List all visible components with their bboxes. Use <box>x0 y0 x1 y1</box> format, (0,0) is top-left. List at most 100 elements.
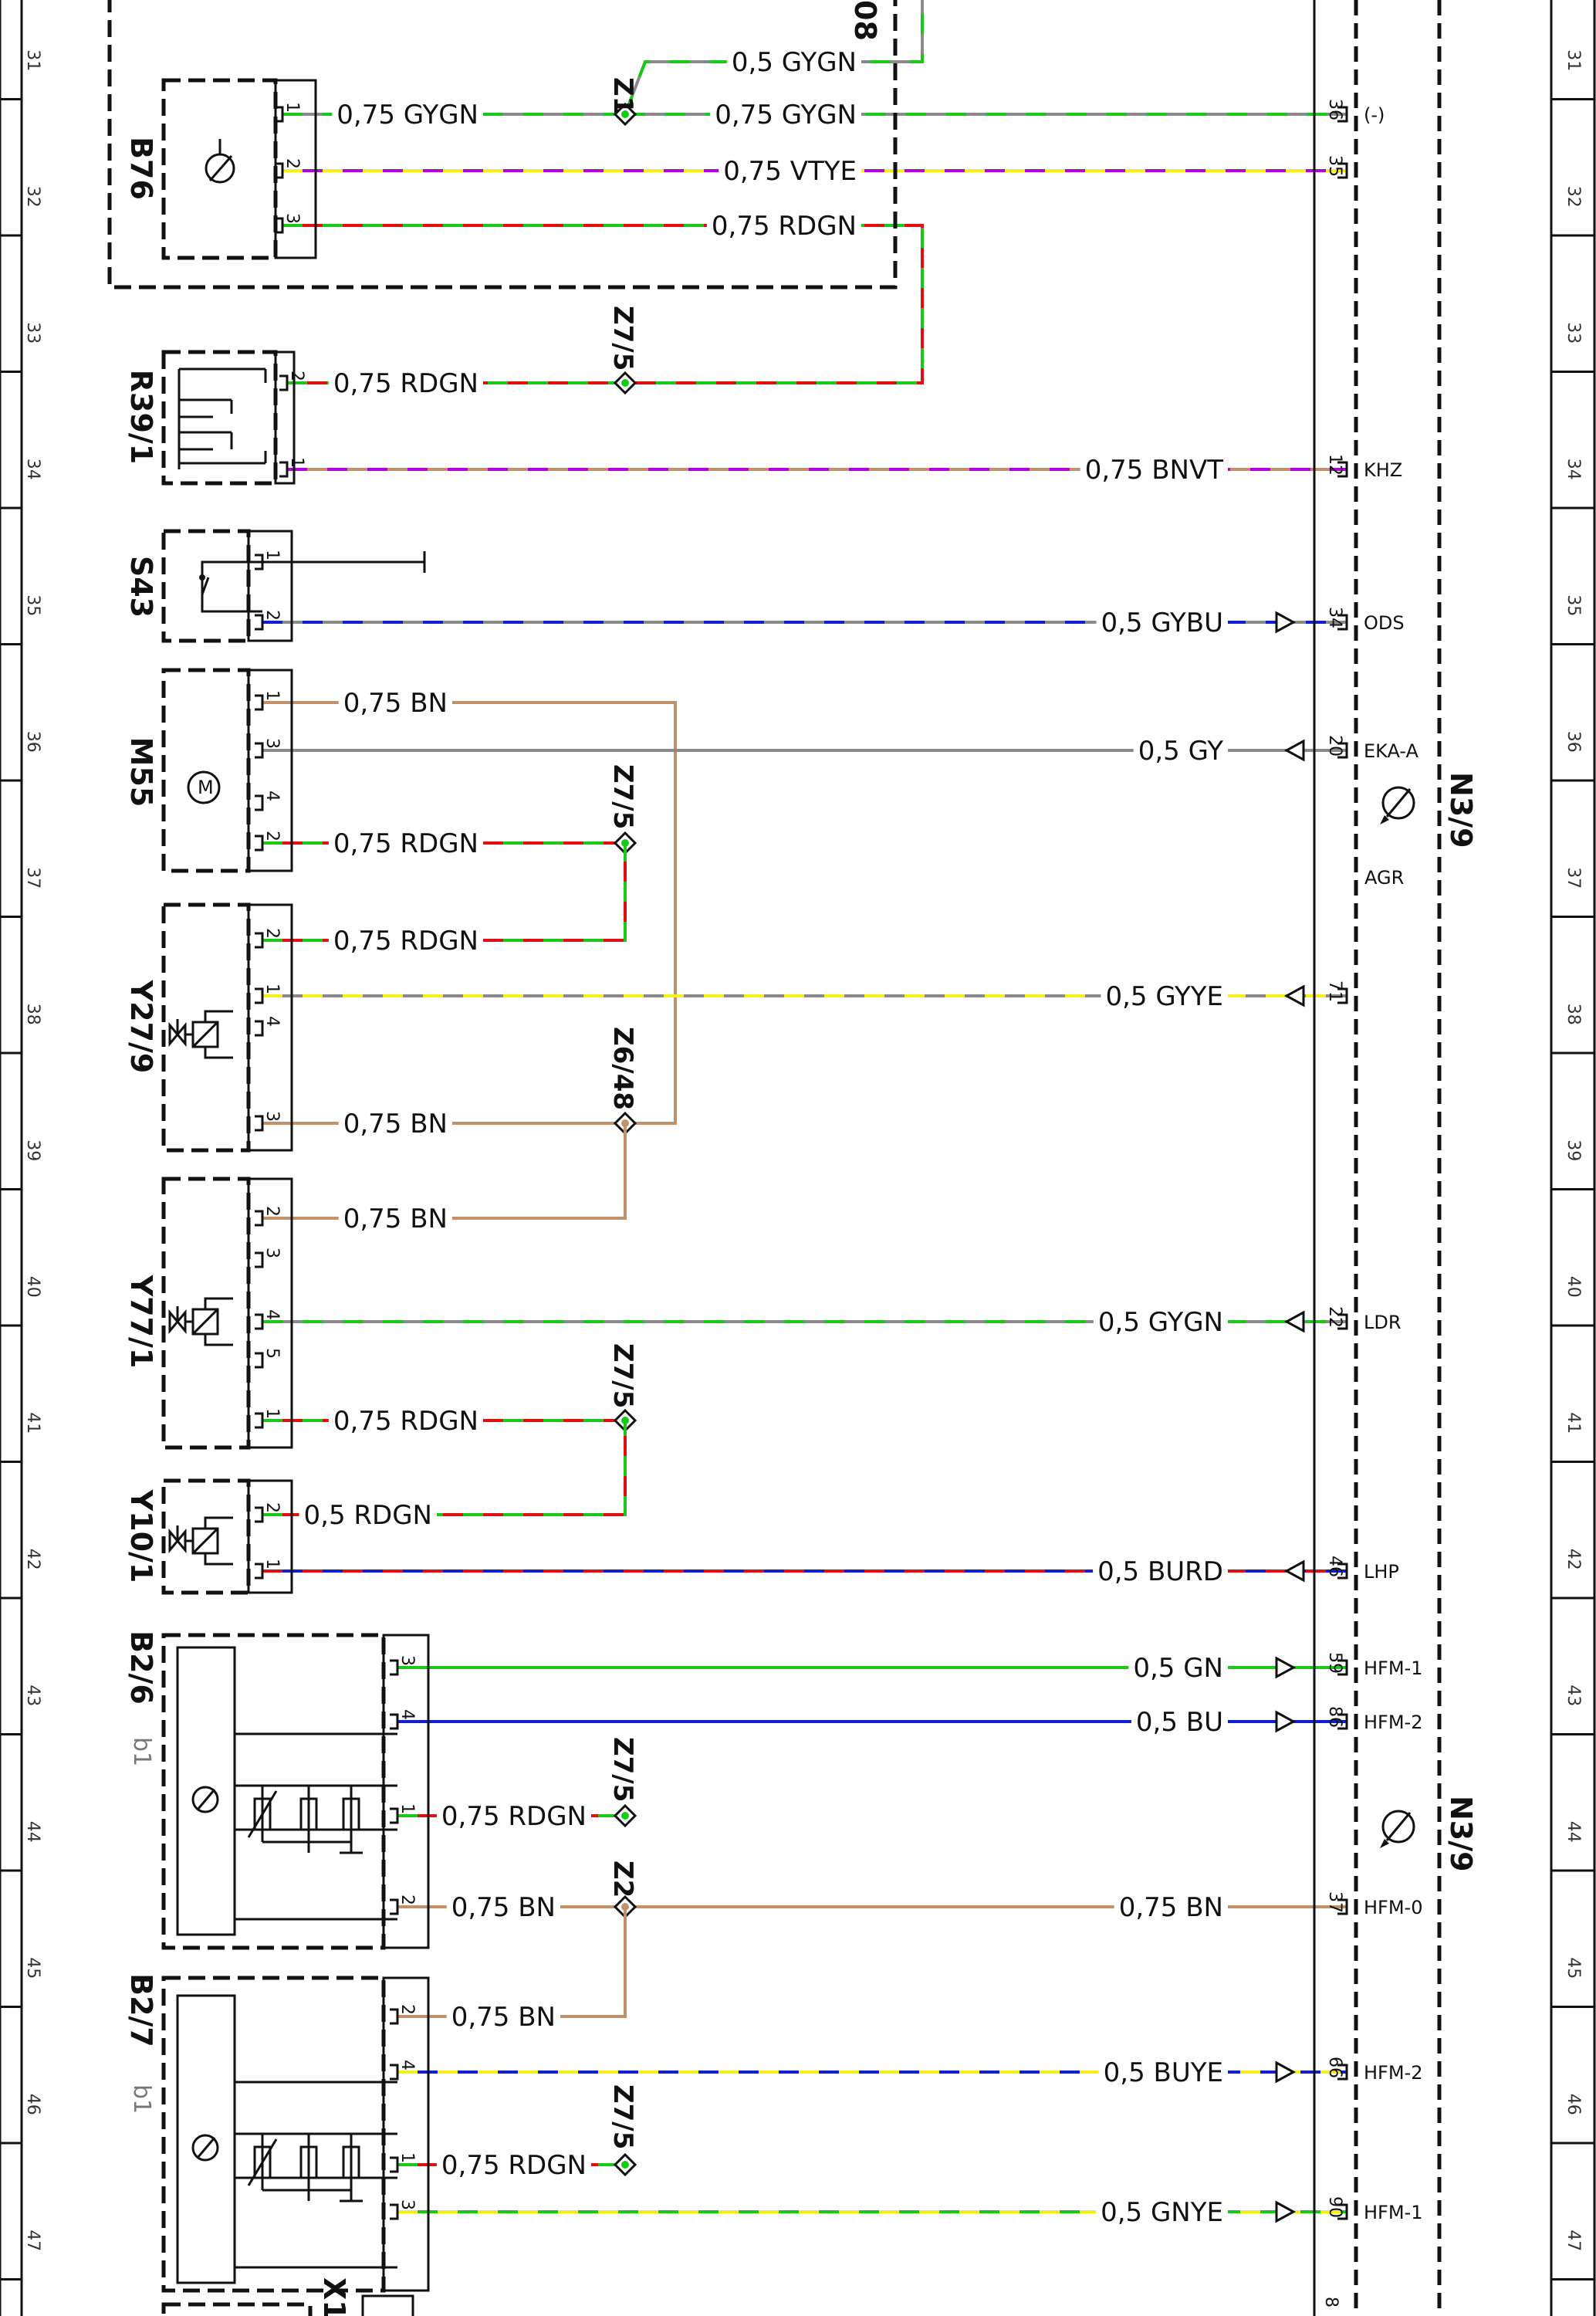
wire-label: 0,75 BNVT <box>1085 455 1224 486</box>
component-label: S43 <box>124 556 158 618</box>
connector-pin <box>390 1659 399 1676</box>
wire-label: 0,75 BN <box>343 688 448 719</box>
connector-b76 <box>274 79 317 259</box>
signal-arrow <box>1283 1310 1305 1333</box>
component-label: Y27/9 <box>124 980 158 1074</box>
splice-dot <box>621 110 629 118</box>
pin-number: 2 <box>262 831 282 841</box>
row-number-left: 46 <box>23 2094 42 2115</box>
air-mass-sensor-icon <box>196 1789 216 1810</box>
motor-icon <box>187 770 221 804</box>
component-sublabel: b1 <box>128 2084 155 2114</box>
connector-pin <box>255 1506 264 1523</box>
connector-pin <box>390 2203 399 2220</box>
wire-label-bg <box>726 49 861 74</box>
ecu-terminal <box>1337 1898 1348 1915</box>
component-box-b76-group <box>107 0 898 290</box>
ecu-signal-name: LDR <box>1364 1312 1402 1333</box>
wire-label-bg <box>299 1502 437 1527</box>
solenoid-valve-icon <box>168 1525 187 1554</box>
ecu-pin-number: 35 <box>1325 155 1344 177</box>
splice-label: Z7/5 <box>607 1343 638 1408</box>
wire-label: 0,5 BUYE <box>1104 2057 1223 2088</box>
wire-label-bg <box>1080 457 1228 482</box>
wire-label: 0,5 GY <box>1138 736 1224 767</box>
pin-number: 2 <box>397 1894 417 1905</box>
wire-label: 0,5 BU <box>1136 1707 1223 1738</box>
ecu-pin-number: 37 <box>1325 1891 1344 1913</box>
wire-label-bg <box>1096 610 1228 635</box>
connector-pin <box>255 835 264 852</box>
wire-label-bg <box>706 213 861 238</box>
pin-number: 4 <box>262 1309 282 1320</box>
wire-label-bg <box>338 690 452 715</box>
air-mass-sensor-icon <box>191 2134 219 2162</box>
pin-number: 1 <box>262 690 282 701</box>
wire-label-bg <box>328 928 483 953</box>
connector-pin <box>390 2156 399 2173</box>
connector-pin <box>255 614 264 631</box>
connector-pin <box>255 742 264 759</box>
wire-label: 0,75 BN <box>343 1109 448 1139</box>
ecu-terminal <box>1337 1713 1348 1730</box>
wire-label: 0,75 GYGN <box>715 100 857 130</box>
splice-label: Z6/48 <box>607 1027 638 1110</box>
ecu-terminal <box>1337 2203 1348 2220</box>
ecu-terminal <box>1337 614 1348 631</box>
component-label: B2/7 <box>124 1973 158 2047</box>
connector-pin <box>275 217 284 234</box>
air-mass-sensor-icon <box>191 1786 219 1813</box>
row-number-left: 37 <box>23 867 42 889</box>
row-number-left: 35 <box>23 594 42 616</box>
ecu-signal-name: (-) <box>1364 104 1385 126</box>
row-number-right: 31 <box>1564 49 1583 71</box>
ecu-pin-number: 22 <box>1325 1306 1344 1328</box>
ecu-terminal <box>1337 1659 1348 1676</box>
pin-number: 5 <box>262 1348 282 1359</box>
connector-pin <box>275 162 284 179</box>
wire-label-bg <box>328 1408 483 1433</box>
signal-arrow <box>1283 739 1305 762</box>
sensor-symbol-icon <box>208 155 233 181</box>
connector-pin <box>255 932 264 949</box>
wire-stripe <box>624 0 924 115</box>
connector-pin <box>255 1210 264 1227</box>
ecu-pin-number: 90 <box>1325 2196 1344 2218</box>
connector-x1 <box>361 2294 414 2316</box>
connector-pin <box>390 2008 399 2025</box>
wire-label-bg <box>446 1894 560 1919</box>
pin-number: 1 <box>262 550 282 560</box>
wire-label: 0,75 GYGN <box>336 100 478 130</box>
row-number-left: 40 <box>23 1276 42 1298</box>
ecu-pin-number: 46 <box>1325 1556 1344 1577</box>
signal-arrow <box>1283 1559 1305 1583</box>
ecu-label: N3/9 <box>1444 1796 1478 1872</box>
connector-pin <box>255 1563 264 1580</box>
pin-number: 1 <box>262 984 282 994</box>
connector-r39-1 <box>274 350 296 485</box>
row-number-left: 45 <box>23 1957 42 1979</box>
connector-pin <box>279 374 289 391</box>
bottom-fragment-label: X1 <box>317 2277 351 2316</box>
ecu-terminal <box>1337 162 1348 179</box>
signal-arrow <box>1275 1656 1297 1679</box>
connector-pin <box>255 1020 264 1037</box>
ecu-pin-number: 12 <box>1325 454 1344 476</box>
pin-number: 3 <box>262 1111 282 1122</box>
row-number-right: 36 <box>1564 731 1583 753</box>
connector-pin <box>255 1313 264 1330</box>
wire-base <box>282 224 924 384</box>
splice-label: Z2 <box>607 1861 638 1898</box>
splice-label: Z7/5 <box>607 306 638 371</box>
wire-label-bg <box>436 1803 591 1828</box>
pin-number: 4 <box>397 1709 417 1720</box>
ecu-signal-name: LHP <box>1364 1561 1399 1583</box>
connector-pin <box>390 1807 399 1824</box>
wire-label-bg <box>710 102 861 127</box>
pin-number: 1 <box>397 1803 417 1814</box>
component-label: M55 <box>124 737 158 808</box>
row-number-left: 33 <box>23 322 42 344</box>
